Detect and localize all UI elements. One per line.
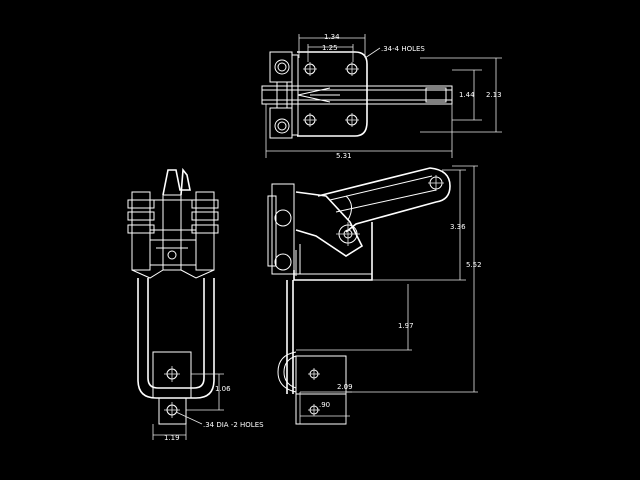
dim-width-outer: 1.34 — [324, 33, 340, 41]
dim-foot-height: 2.09 — [337, 383, 353, 391]
top-view-mounting-holes — [303, 62, 359, 127]
top-view: 1.34 1.25 .34-4 HOLES 1.44 2.13 5.31 — [261, 33, 502, 160]
side-view-body — [267, 183, 373, 281]
dim-height-outer: 2.13 — [486, 91, 502, 99]
dim-height-inner: 1.44 — [459, 91, 475, 99]
dim-bracket-width: 1.19 — [164, 434, 180, 442]
side-view-plunger-rod — [277, 280, 347, 425]
front-view-body — [127, 167, 219, 279]
dim-arm-height: 3.36 — [450, 223, 466, 231]
dim-reach: 1.97 — [398, 322, 414, 330]
side-view: 3.36 5.52 1.97 2.09 .90 — [267, 165, 482, 425]
front-view-dimensions: 1.06 1.19 .34 DIA -2 HOLES — [152, 373, 264, 442]
dim-width-inner: 1.25 — [322, 44, 338, 52]
front-view-u-rod — [137, 278, 215, 399]
dim-foot-thickness: .90 — [319, 401, 330, 409]
front-view-foot-bracket — [152, 351, 192, 425]
top-view-handle — [261, 85, 453, 105]
dim-overall-length: 5.31 — [336, 152, 352, 160]
dim-total-height: 5.52 — [466, 261, 482, 269]
dim-bracket-height: 1.06 — [215, 385, 231, 393]
dim-hole-callout: .34-4 HOLES — [381, 45, 425, 53]
side-view-dimensions: 3.36 5.52 1.97 2.09 .90 — [296, 165, 482, 424]
side-view-handle-arm — [317, 167, 451, 233]
top-view-dimensions: 1.34 1.25 .34-4 HOLES 1.44 2.13 5.31 — [265, 33, 502, 160]
front-view: 1.06 1.19 .34 DIA -2 HOLES — [127, 167, 264, 442]
side-view-linkage — [295, 191, 364, 257]
dim-hole-callout-2: .34 DIA -2 HOLES — [203, 421, 264, 429]
